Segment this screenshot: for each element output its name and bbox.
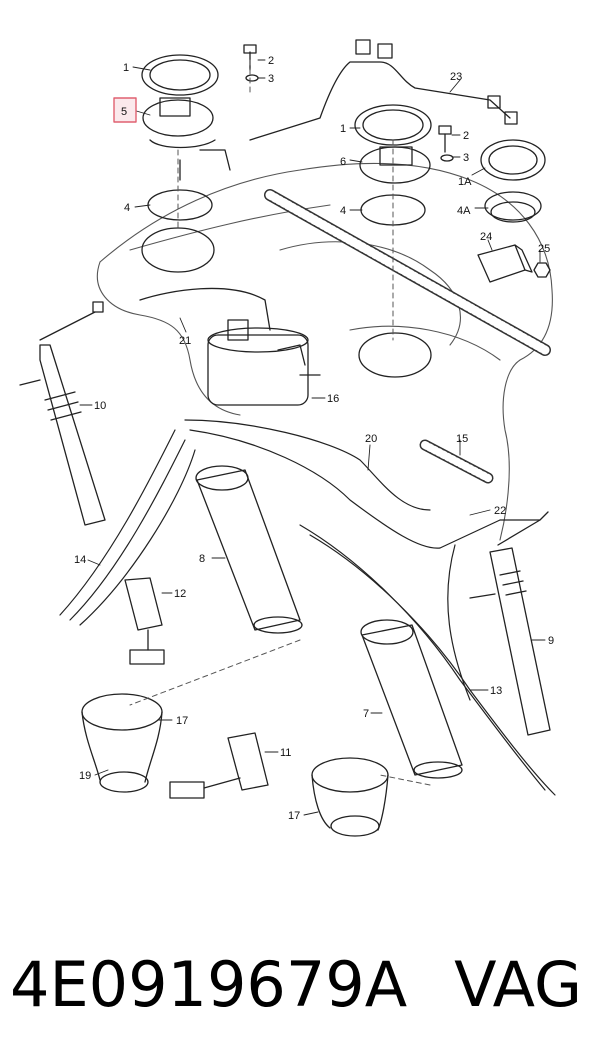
level-sensor-12 [124, 577, 165, 665]
callout-1A: 1A [458, 176, 472, 188]
callout-7: 7 [363, 708, 369, 720]
fuel-tank-outline [96, 162, 553, 541]
callout-10: 10 [94, 400, 106, 412]
corrugated-hose-long [264, 189, 551, 356]
callout-2: 2 [463, 130, 469, 142]
breather-line-23 [249, 39, 518, 141]
callout-15: 15 [456, 433, 468, 445]
sender-unit-10 [19, 301, 106, 526]
callout-21: 21 [179, 335, 191, 347]
bolt-2-right [438, 125, 452, 153]
callout-6: 6 [340, 156, 346, 168]
washer-3-right [440, 154, 454, 162]
swirl-pot-17-19-left [81, 693, 163, 793]
nut-25 [533, 262, 551, 278]
fuel-pump-8 [195, 465, 303, 634]
flange-6-right [359, 146, 431, 184]
fuel-filter-16 [207, 319, 321, 406]
callout-4A: 4A [457, 205, 471, 217]
callout-labels: 1 2 3 5 4 23 1 2 6 3 1A 4 4A 24 25 21 10… [74, 55, 554, 822]
part-number-caption: 4E0919679A [10, 948, 408, 1021]
fuel-pump-7 [360, 619, 463, 779]
swirl-pot-17-right [311, 757, 389, 837]
level-sensor-11 [169, 732, 269, 799]
bolt-2-left [243, 44, 257, 71]
sender-unit-9 [469, 511, 551, 736]
callout-17: 17 [176, 715, 188, 727]
callout-11: 11 [280, 747, 291, 759]
callout-3: 3 [463, 152, 469, 164]
callout-24: 24 [480, 231, 492, 243]
callout-20: 20 [365, 433, 377, 445]
tank-opening-right [358, 332, 432, 378]
callout-14: 14 [74, 554, 86, 566]
callout-4: 4 [124, 202, 130, 214]
tank-opening-left [141, 227, 215, 273]
hose-21 [139, 287, 271, 331]
callout-19: 19 [79, 770, 91, 782]
callout-9: 9 [548, 635, 554, 647]
callout-3: 3 [268, 73, 274, 85]
locking-ring-1-left [141, 54, 219, 96]
callout-23: 23 [450, 71, 462, 83]
callout-13: 13 [490, 685, 502, 697]
callout-2: 2 [268, 55, 274, 67]
callout-1: 1 [123, 62, 129, 74]
fuel-system-exploded-diagram: 1 2 3 5 4 23 1 2 6 3 1A 4 4A 24 25 21 10… [19, 39, 556, 837]
callout-25: 25 [538, 243, 550, 255]
callout-22: 22 [494, 505, 506, 517]
callout-4: 4 [340, 205, 346, 217]
callout-16: 16 [327, 393, 339, 405]
seal-4-left [147, 189, 213, 221]
locking-ring-1-right [354, 104, 432, 146]
callout-17: 17 [288, 810, 300, 822]
callout-12: 12 [174, 588, 186, 600]
seal-4A [484, 191, 542, 223]
fuel-lines [59, 419, 556, 796]
callout-5: 5 [121, 106, 127, 118]
highlight-box-5 [113, 97, 137, 123]
corrugated-hose-15 [419, 439, 494, 484]
locking-ring-1A [480, 139, 546, 181]
leader-lines [79, 59, 546, 816]
brand-caption: VAG [454, 948, 582, 1021]
control-unit-24 [477, 244, 533, 283]
callout-1: 1 [340, 123, 346, 135]
callout-8: 8 [199, 553, 205, 565]
assembly-guides [129, 59, 431, 786]
washer-3-left [245, 74, 259, 82]
flange-5-left [142, 97, 231, 181]
